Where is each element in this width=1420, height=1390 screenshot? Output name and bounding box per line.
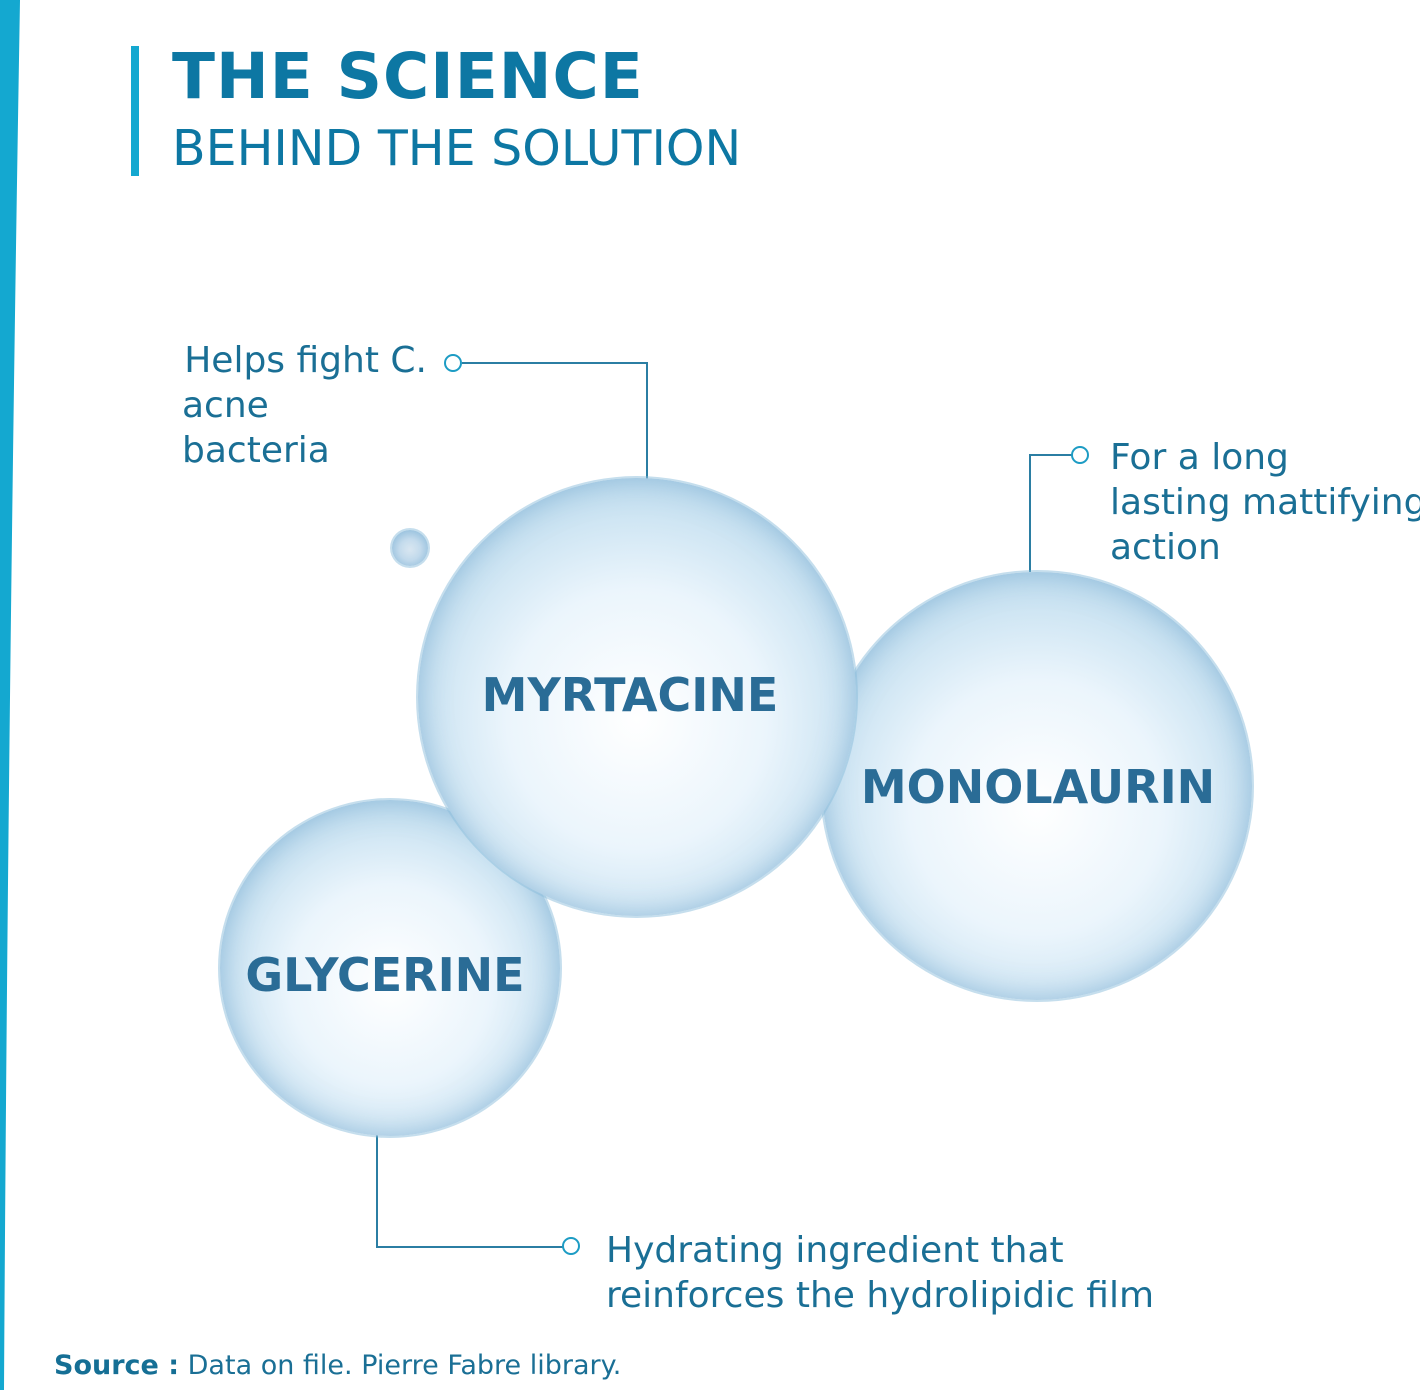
description-line: lasting mattifying: [1110, 482, 1420, 523]
glycerine-connector-dot: [562, 1237, 580, 1255]
glycerine-connector-v: [376, 1135, 378, 1248]
myrtacine-label: MYRTACINE: [481, 668, 779, 722]
myrtacine-bubble: [418, 478, 856, 916]
description-line: Hydrating ingredient that: [606, 1230, 1064, 1271]
myrtacine-connector-v: [646, 362, 648, 480]
monolaurin-label: MONOLAURIN: [860, 760, 1216, 814]
monolaurin-connector-v: [1029, 454, 1031, 572]
myrtacine-connector-dot: [444, 354, 462, 372]
monolaurin-connector-dot: [1071, 446, 1089, 464]
page-subtitle: BEHIND THE SOLUTION: [172, 120, 742, 177]
myrtacine-connector-h: [462, 362, 648, 364]
description-line: reinforces the hydrolipidic film: [606, 1275, 1155, 1316]
source-text: Data on file. Pierre Fabre library.: [187, 1350, 622, 1381]
glycerine-label: GLYCERINE: [245, 948, 525, 1002]
source-label: Source :: [54, 1350, 180, 1381]
myrtacine-description: Helps fight C. acne bacteria: [182, 338, 427, 473]
glycerine-description: Hydrating ingredient that reinforces the…: [606, 1228, 1154, 1318]
left-swoosh-decoration: [0, 0, 20, 1390]
page-title: THE SCIENCE: [172, 40, 644, 113]
monolaurin-connector-h: [1029, 454, 1073, 456]
description-line: Helps fight C.: [184, 340, 427, 381]
glycerine-connector-h: [376, 1246, 564, 1248]
small-bubble: [392, 530, 428, 566]
source-note: Source : Data on file. Pierre Fabre libr…: [54, 1350, 621, 1381]
description-line: For a long: [1110, 437, 1289, 478]
title-accent-bar: [131, 46, 139, 176]
description-line: acne bacteria: [182, 385, 330, 471]
monolaurin-description: For a long lasting mattifying action: [1110, 435, 1420, 570]
monolaurin-bubble: [822, 572, 1252, 1000]
description-line: action: [1110, 527, 1221, 568]
